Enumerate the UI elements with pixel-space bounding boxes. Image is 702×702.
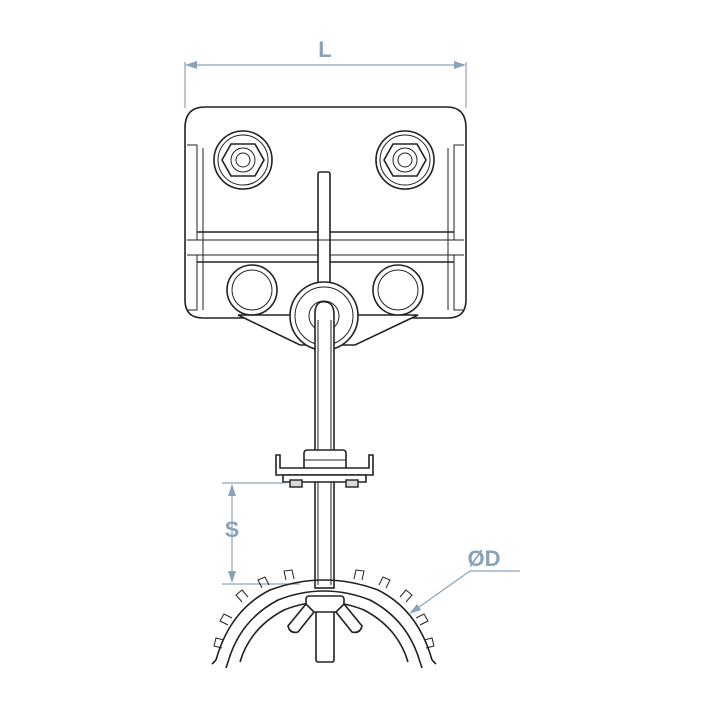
clamp-plate bbox=[275, 449, 374, 488]
spacing-label: S bbox=[225, 517, 240, 542]
hex-nut-right bbox=[375, 130, 435, 190]
wing-nut bbox=[287, 595, 363, 634]
diameter-label: ØD bbox=[468, 546, 501, 571]
dimension-length: L bbox=[184, 37, 467, 108]
length-label: L bbox=[318, 37, 331, 62]
threaded-rod bbox=[314, 300, 335, 663]
dimension-spacing: S bbox=[222, 482, 300, 585]
hex-nut-left bbox=[213, 130, 273, 190]
dimension-diameter: ØD bbox=[409, 546, 520, 614]
hole-right bbox=[372, 264, 424, 316]
hole-left bbox=[226, 264, 278, 316]
